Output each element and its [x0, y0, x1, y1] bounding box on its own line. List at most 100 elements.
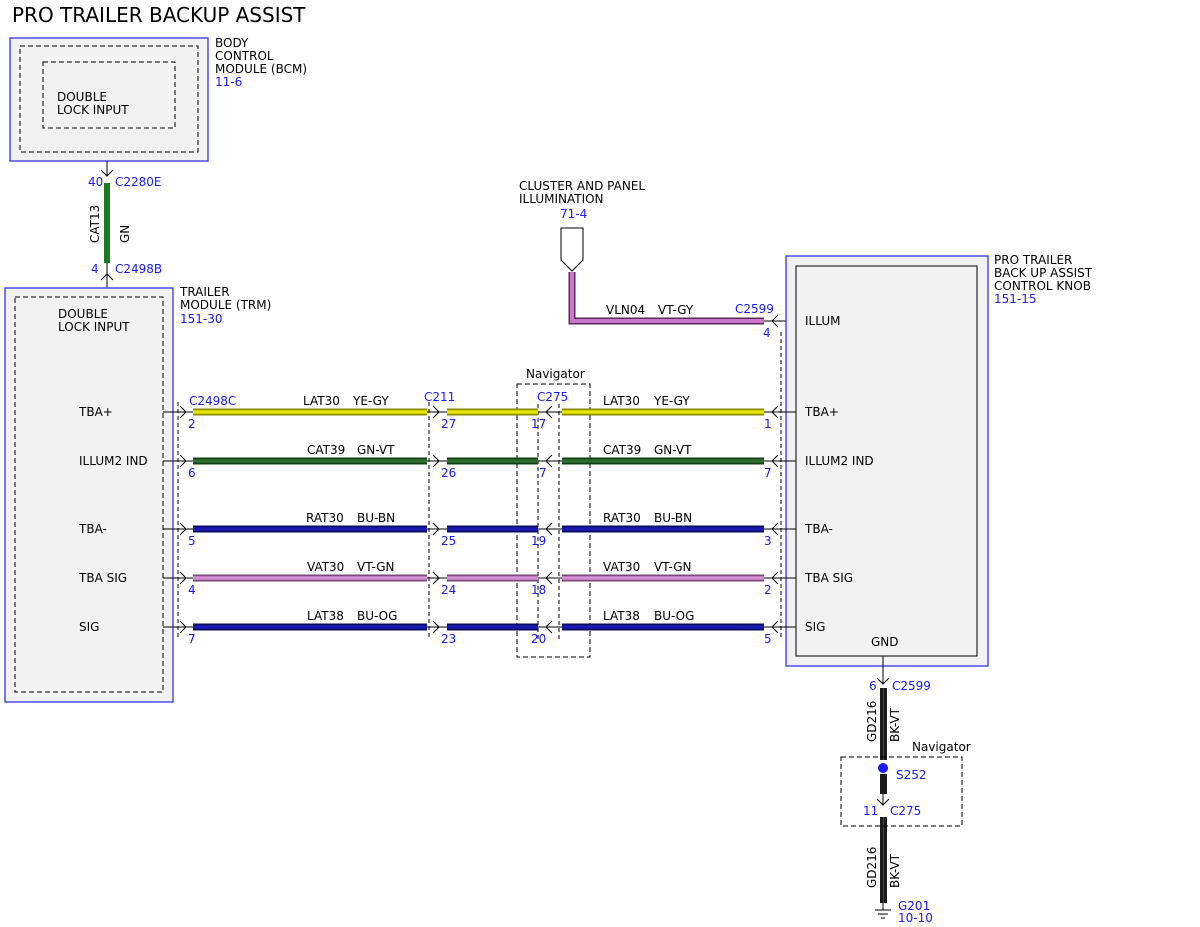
- gnd-navigator-label: Navigator: [912, 740, 971, 754]
- wire-color-right: YE-GY: [653, 394, 690, 408]
- illum-color: VT-GY: [658, 303, 694, 317]
- trm-ref[interactable]: 151-30: [180, 312, 223, 326]
- pin-knob: 7: [764, 466, 772, 480]
- knob-module[interactable]: [785, 255, 989, 667]
- bcm-pin-bottom: 4: [91, 262, 99, 276]
- illum-pin: 4: [763, 326, 771, 340]
- wire-circuit-left: LAT30: [303, 394, 340, 408]
- bcm-module[interactable]: DOUBLE LOCK INPUT: [9, 37, 209, 162]
- illum-conn[interactable]: C2599: [735, 302, 774, 316]
- arrow-icon: [179, 405, 187, 419]
- knob-pin-illum: ILLUM: [805, 314, 840, 328]
- bcm-trm-wire[interactable]: [100, 161, 114, 288]
- wire-circuit-left: VAT30: [307, 560, 344, 574]
- arrow-icon: [432, 571, 440, 585]
- knob-pin-gnd: GND: [871, 635, 899, 649]
- navigator-box: [516, 383, 591, 658]
- pin-knob: 5: [764, 632, 772, 646]
- gnd-color-1: BK-VT: [888, 707, 902, 742]
- trm-pin-label: TBA+: [78, 405, 113, 419]
- arrow-icon: [432, 522, 440, 536]
- gnd-color-2: BK-VT: [888, 853, 902, 888]
- pin-c275: 19: [531, 534, 546, 548]
- wire-circuit-right: LAT30: [603, 394, 640, 408]
- knob-name-1: PRO TRAILER: [994, 253, 1072, 267]
- knob-pin-label: TBA-: [804, 522, 833, 536]
- bcm-inner-label-2: LOCK INPUT: [57, 103, 129, 117]
- trm-pin-label: SIG: [79, 620, 99, 634]
- bcm-conn-bottom[interactable]: C2498B: [115, 262, 162, 276]
- wire-color-left: GN-VT: [357, 443, 395, 457]
- pin-c211: 25: [441, 534, 456, 548]
- bcm-name-1: BODY: [215, 36, 249, 50]
- illum-circuit: VLN04: [606, 303, 645, 317]
- cluster-name-2: ILLUMINATION: [519, 192, 604, 206]
- arrow-icon: [545, 571, 553, 585]
- arrow-icon: [179, 454, 187, 468]
- navigator-label: Navigator: [526, 367, 585, 381]
- pin-c275: 20: [531, 632, 546, 646]
- pin-c275: 18: [531, 583, 546, 597]
- pin-trm: 7: [188, 632, 196, 646]
- wire-circuit-left: LAT38: [307, 609, 344, 623]
- wire-circuit-right: VAT30: [603, 560, 640, 574]
- splice-dot[interactable]: [878, 763, 888, 773]
- bcm-inner-label-1: DOUBLE: [57, 90, 107, 104]
- bcm-link-color: GN: [118, 225, 132, 243]
- gnd-pin-top: 6: [869, 679, 877, 693]
- ground-wire[interactable]: [876, 656, 890, 910]
- conn-c211-label[interactable]: C211: [424, 390, 455, 404]
- wire-vat30[interactable]: [163, 571, 796, 585]
- arrow-icon: [179, 522, 187, 536]
- bcm-name-2: CONTROL: [215, 49, 274, 63]
- wire-color-right: VT-GN: [654, 560, 691, 574]
- arrow-icon: [771, 522, 779, 536]
- cluster-ref[interactable]: 71-4: [560, 207, 587, 221]
- illum-wire[interactable]: [568, 272, 790, 328]
- wire-color-right: BU-BN: [654, 511, 692, 525]
- arrow-icon: [432, 454, 440, 468]
- gnd-splice[interactable]: S252: [896, 768, 927, 782]
- trm-inner-label-2: LOCK INPUT: [58, 320, 130, 334]
- knob-pin-label: SIG: [805, 620, 825, 634]
- wire-color-left: VT-GN: [357, 560, 394, 574]
- gnd-name[interactable]: G201: [898, 899, 930, 913]
- knob-name-3: CONTROL KNOB: [994, 279, 1091, 293]
- pin-knob: 1: [764, 417, 772, 431]
- wire-lat30[interactable]: [163, 405, 796, 419]
- gnd-circuit-2: GD216: [865, 847, 879, 888]
- trm-name-2: MODULE (TRM): [180, 298, 271, 312]
- page-title: PRO TRAILER BACKUP ASSIST: [12, 3, 306, 27]
- pin-trm: 2: [188, 417, 196, 431]
- wire-cat39[interactable]: [163, 454, 796, 468]
- arrow-icon: [432, 405, 440, 419]
- bcm-conn-top[interactable]: C2280E: [115, 175, 162, 189]
- wire-circuit-left: CAT39: [307, 443, 345, 457]
- arrow-icon: [771, 620, 779, 634]
- pin-c275: 7: [539, 466, 547, 480]
- gnd-ref[interactable]: 10-10: [898, 911, 933, 925]
- arrow-icon: [179, 620, 187, 634]
- gnd-conn-top[interactable]: C2599: [892, 679, 931, 693]
- gnd-conn-mid[interactable]: C275: [890, 804, 921, 818]
- conn-c2498c-label[interactable]: C2498C: [189, 394, 236, 408]
- pin-trm: 5: [188, 534, 196, 548]
- wire-circuit-right: CAT39: [603, 443, 641, 457]
- wire-color-left: BU-OG: [357, 609, 397, 623]
- pin-c211: 27: [441, 417, 456, 431]
- gnd-pin-mid: 11: [863, 804, 878, 818]
- pin-trm: 4: [188, 583, 196, 597]
- wire-lat38[interactable]: [163, 620, 796, 634]
- knob-name-2: BACK UP ASSIST: [994, 266, 1093, 280]
- knob-pin-label: TBA+: [804, 405, 839, 419]
- knob-ref[interactable]: 151-15: [994, 292, 1037, 306]
- conn-c275-label[interactable]: C275: [537, 390, 568, 404]
- cluster-connector[interactable]: [560, 227, 584, 272]
- bcm-ref[interactable]: 11-6: [215, 75, 242, 89]
- ground-symbol[interactable]: [875, 909, 891, 919]
- wire-rat30[interactable]: [163, 522, 796, 536]
- pin-c275: 17: [531, 417, 546, 431]
- trm-module[interactable]: DOUBLE LOCK INPUT: [4, 287, 174, 703]
- pin-c211: 23: [441, 632, 456, 646]
